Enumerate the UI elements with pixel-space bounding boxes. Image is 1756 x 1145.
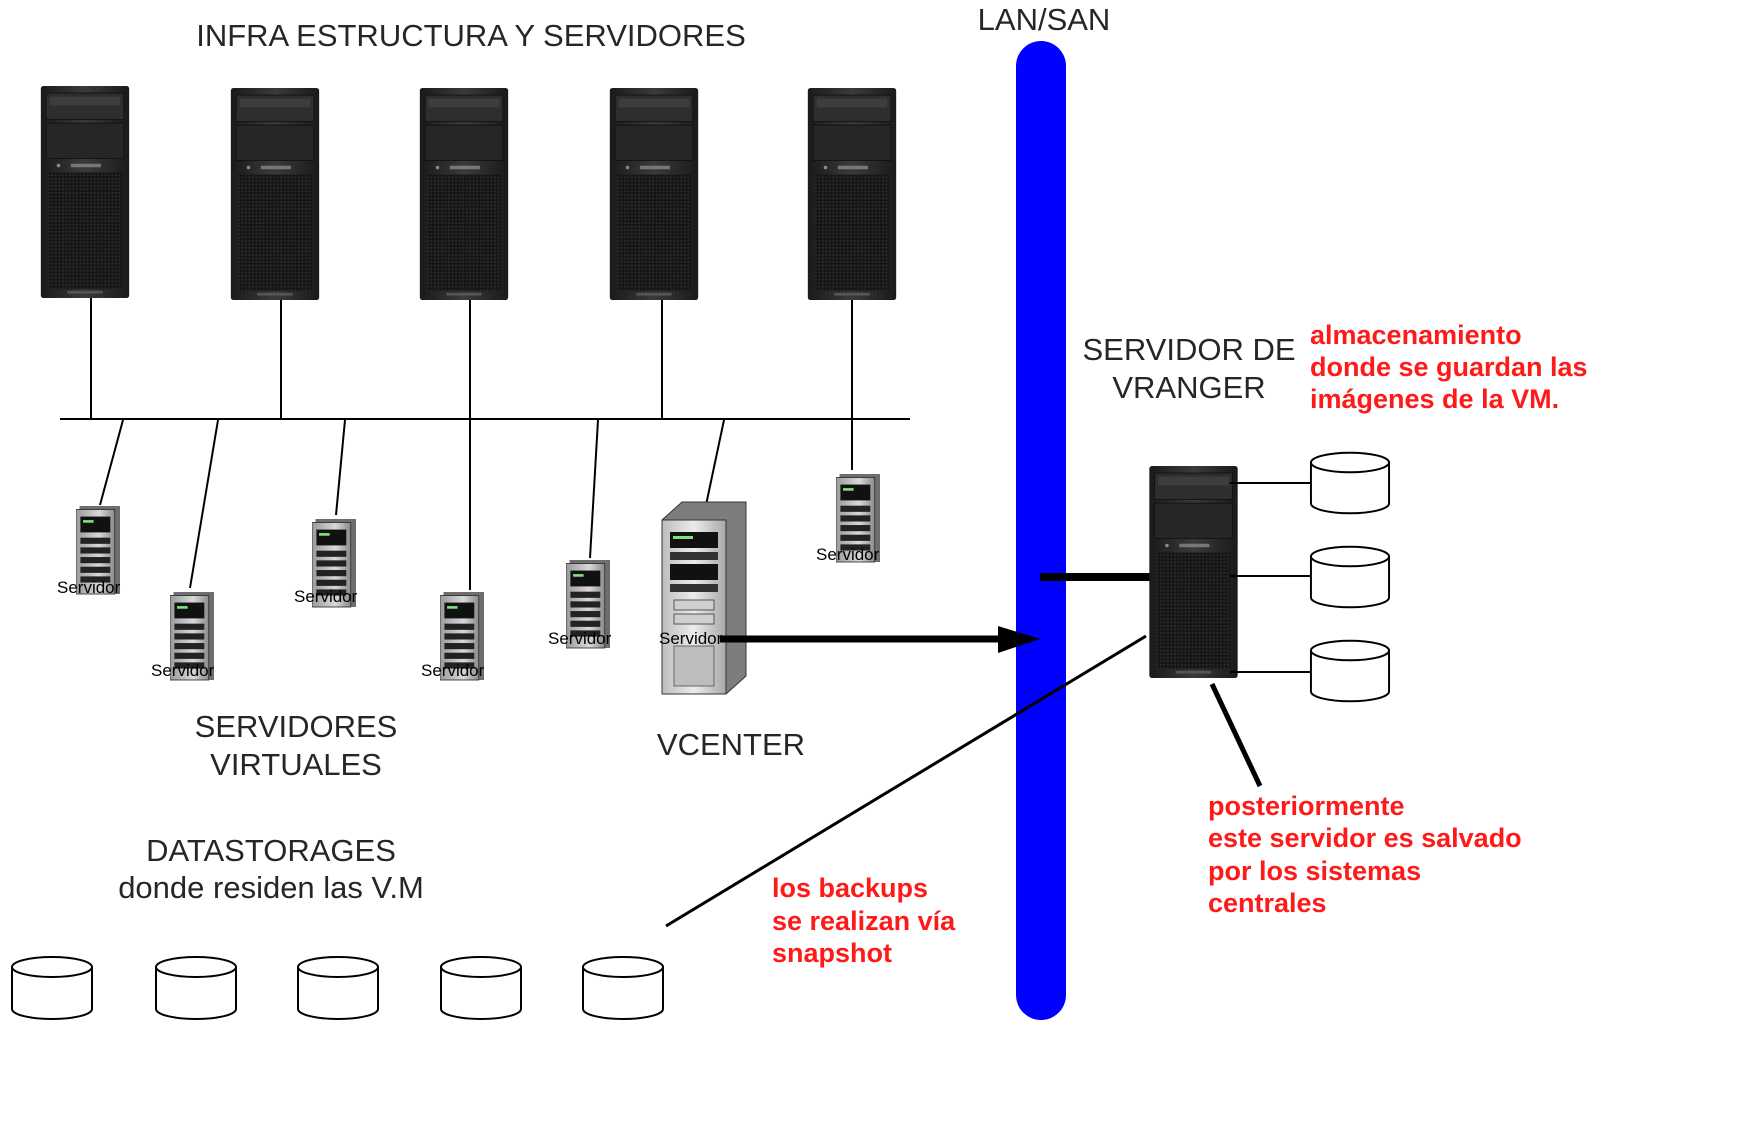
central-backup-note-line: por los sistemas [1208,856,1421,886]
disk-cylinder-icon [440,956,522,1020]
central-backup-note: posteriormente este servidor es salvado … [1208,791,1522,918]
virtual-server-label: Servidor [57,578,121,597]
storage-note-line: almacenamiento [1310,320,1522,350]
virtual-server-label: Servidor [151,661,215,680]
snapshot-line [665,634,1147,928]
datastorages-label: donde residen las V.M [118,870,424,905]
disk-cylinder-icon [1309,545,1391,609]
virtual-server-label: Servidor [548,629,612,648]
vcenter-server: Servidor [659,501,747,695]
disk-cylinder-icon [1309,639,1391,703]
disk-cylinder-icon [1309,451,1391,515]
disk-cylinder-icon [297,956,379,1020]
central-backup-note-line: posteriormente [1208,791,1405,821]
vcenter-server-icon [661,501,747,695]
virtual-server-label: Servidor [421,661,485,680]
vm-connector [99,419,124,506]
vcenter-server-label: Servidor [659,629,723,648]
virtual-server-label: Servidor [816,545,880,564]
virtual-servers: Servidor Servidor Servidor Servidor Serv… [57,473,880,681]
disk-cylinder-icon [155,956,237,1020]
disk-cylinder-icon [11,956,93,1020]
storage-note: almacenamiento donde se guardan las imág… [1310,320,1588,414]
vranger-server-icon [1148,466,1239,678]
tower-server-icon [807,88,897,300]
disk-cylinder-icon [582,956,664,1020]
vm-connector [589,419,599,559]
central-backup-note-line: centrales [1208,888,1327,918]
vranger-label: VRANGER [1112,370,1265,405]
infra-title: INFRA ESTRUCTURA Y SERVIDORES [196,18,746,53]
tower-server-icon [40,86,130,298]
vm-connector [335,419,346,516]
tower-server-icon [419,88,509,300]
vcenter-arrow [720,626,1040,653]
servidores-virtuales-label: VIRTUALES [210,747,382,782]
snapshot-note-line: snapshot [772,938,892,968]
lan-san-label: LAN/SAN [978,2,1111,37]
vranger-storage [1230,451,1391,703]
tower-server-icon [609,88,699,300]
central-backup-line [1209,682,1263,788]
vcenter-label: VCENTER [657,727,805,762]
datastorages-label: DATASTORAGES [146,833,396,868]
tower-servers [40,86,897,300]
virtual-server-label: Servidor [294,587,358,606]
snapshot-note: los backups se realizan vía snapshot [772,873,956,968]
snapshot-note-line: se realizan vía [772,906,956,936]
vm-connector [189,419,219,589]
storage-note-line: imágenes de la VM. [1310,384,1559,414]
storage-note-line: donde se guardan las [1310,352,1588,382]
snapshot-note-line: los backups [772,873,928,903]
vm-connector [705,419,725,506]
central-backup-note-line: este servidor es salvado [1208,823,1522,853]
datastorage-disks [11,956,664,1020]
tower-server-icon [230,88,320,300]
server-bus [60,298,910,590]
vranger-label: SERVIDOR DE [1082,332,1295,367]
servidores-virtuales-label: SERVIDORES [195,709,398,744]
